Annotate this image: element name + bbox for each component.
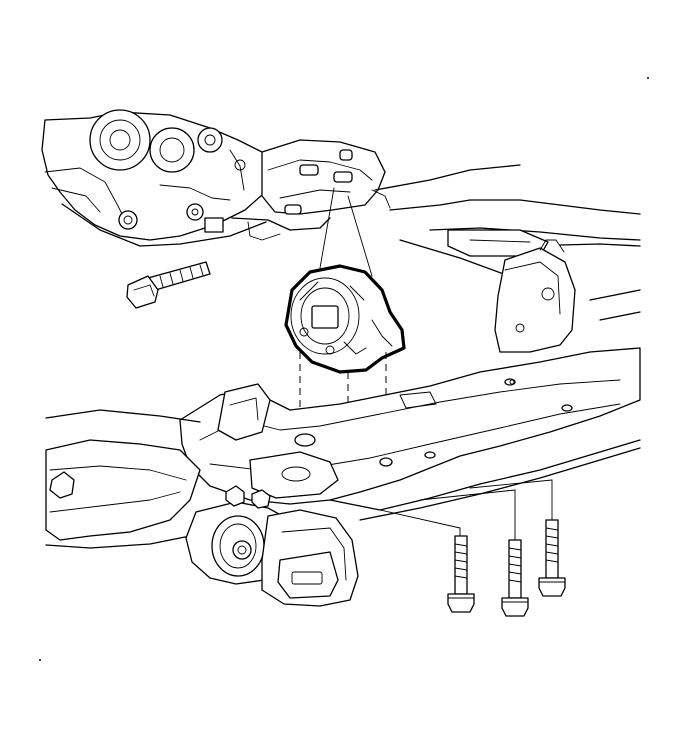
transaxle-case — [41, 109, 271, 247]
left-frame-rail — [45, 409, 201, 549]
rear-mount-bracket — [261, 509, 359, 607]
bolt-lower-1 — [447, 535, 475, 613]
rear-background-structure — [374, 164, 641, 321]
bolt-lower-3 — [538, 519, 566, 597]
transaxle-bracket — [231, 139, 391, 241]
transaxle-mount — [284, 264, 406, 374]
bolt-lower-2 — [501, 539, 529, 617]
diagram-detail-marks — [39, 77, 649, 661]
bolt-upper — [126, 261, 211, 309]
rear-upper-bracket — [494, 239, 576, 353]
frame-cradle — [179, 347, 641, 521]
mount-bolts-lower — [447, 519, 566, 617]
